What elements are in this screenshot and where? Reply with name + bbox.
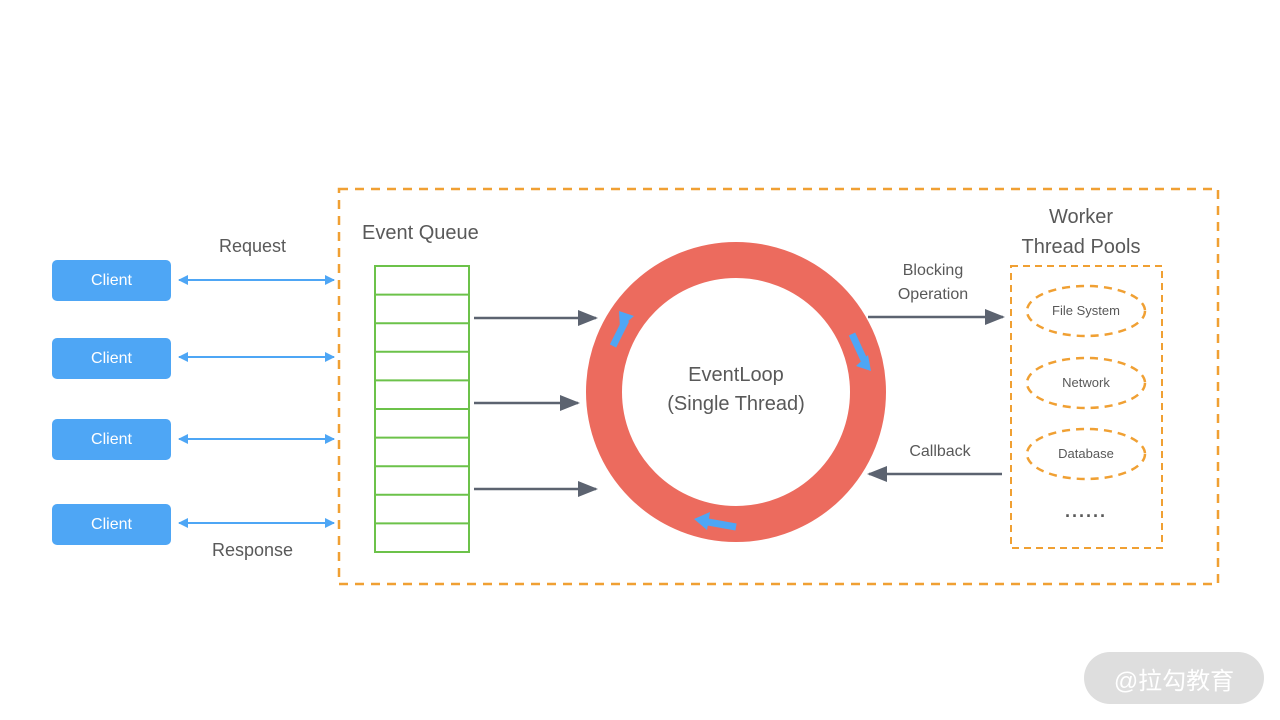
worker-title-line1: Worker	[1048, 206, 1114, 228]
loop-direction-icon	[609, 311, 871, 531]
eventloop-subtitle: (Single Thread)	[667, 393, 805, 415]
database-ellipse	[1025, 427, 1147, 481]
worker-pool-box	[1010, 265, 1163, 549]
database-label: Database	[1058, 446, 1114, 461]
more-items-ellipsis: ······	[1065, 506, 1107, 526]
file-system-ellipse	[1025, 284, 1147, 338]
event-queue-title: Event Queue	[362, 222, 479, 244]
response-label: Response	[212, 540, 294, 560]
watermark: @拉勾教育	[1084, 652, 1264, 704]
client-button-3[interactable]: Client	[52, 419, 171, 460]
event-queue	[374, 265, 470, 553]
blocking-label-line2: Operation	[897, 286, 969, 303]
request-label: Request	[219, 236, 287, 256]
blocking-label-line1: Blocking	[902, 262, 964, 279]
client-button-1[interactable]: Client	[52, 260, 171, 301]
client-button-2[interactable]: Client	[52, 338, 171, 379]
callback-label: Callback	[909, 443, 971, 460]
event-loop-ring	[586, 242, 886, 542]
network-label: Network	[1062, 375, 1110, 390]
network-ellipse	[1025, 356, 1147, 410]
worker-title-line2: Thread Pools	[1021, 236, 1141, 258]
client-button-4[interactable]: Client	[52, 504, 171, 545]
eventloop-title: EventLoop	[688, 364, 784, 386]
server-boundary	[337, 187, 1220, 586]
file-system-label: File System	[1052, 303, 1120, 318]
